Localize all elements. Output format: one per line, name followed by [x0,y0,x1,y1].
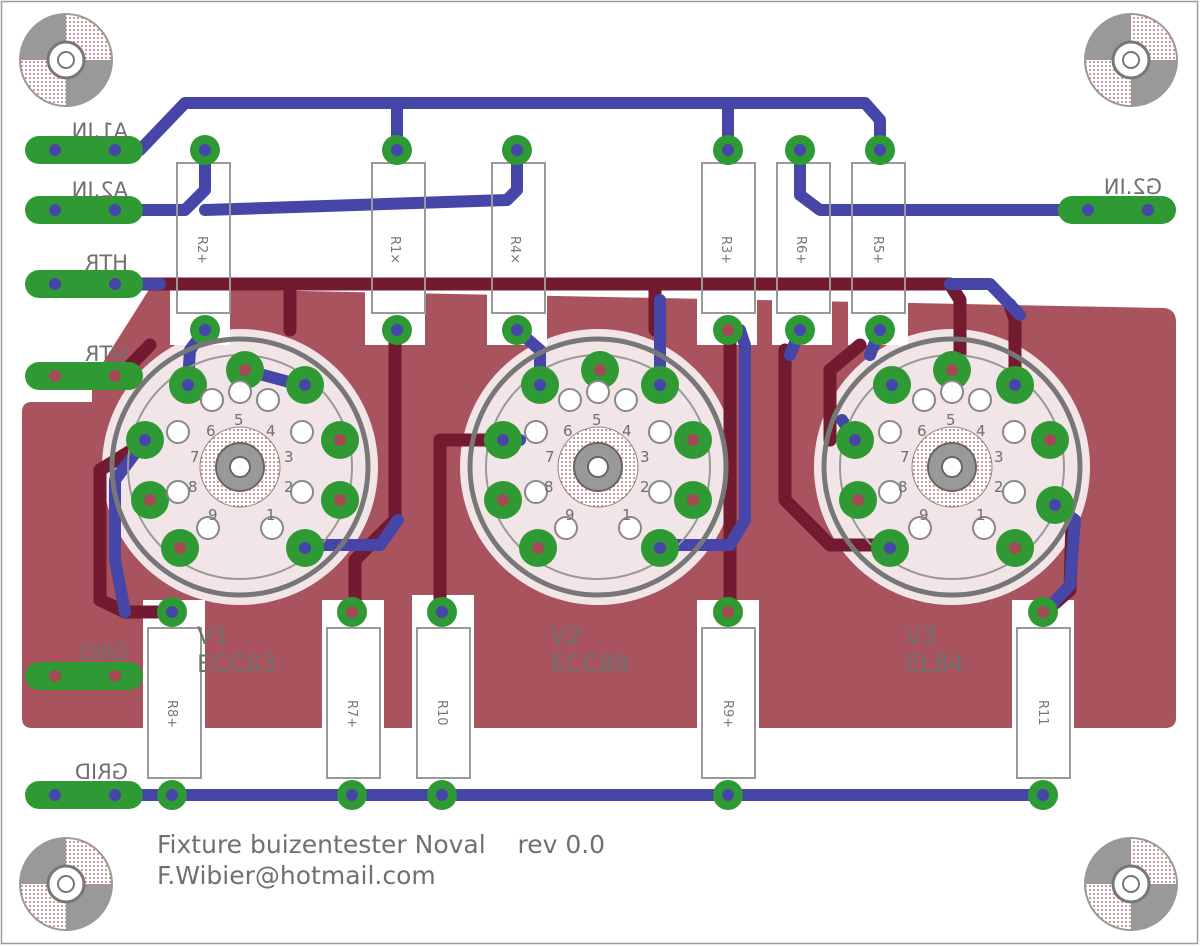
v2-pin-4: 4 [622,422,632,440]
v2-pin-2: 2 [640,478,650,496]
v2-ref: V2 [550,622,582,650]
resistor-r7-label: R7+ [344,700,359,728]
v2-pin-6: 6 [563,422,573,440]
valve-sockets [109,336,1083,598]
v1-pin-3: 3 [284,448,294,466]
v3-pin-8: 8 [898,478,908,496]
connector-htr2 [25,362,143,390]
resistor-r8: R8+ [147,597,202,810]
resistor-r7: R7+ [326,597,381,810]
v1-pin-6: 6 [206,422,216,440]
v3-pin-4: 4 [976,422,986,440]
v1-pin-1: 1 [266,506,276,524]
resistor-r1: R1× [371,135,426,345]
v1-pin-2: 2 [284,478,294,496]
v1-pin-8: 8 [188,478,198,496]
resistor-r5: R5+ [851,135,906,345]
resistor-r11-label: R11 [1035,700,1050,726]
connector-htr1 [25,270,143,298]
resistor-r4: R4× [491,135,546,345]
label-htr1: HTR [85,251,128,275]
v3-pin-3: 3 [994,448,1004,466]
resistor-r2: R2+ [176,135,231,345]
connector-pads [25,136,1176,809]
resistor-r4-label: R4× [507,236,522,264]
footer-email: F.Wibier@hotmail.com [157,861,436,890]
connector-a1in [25,136,143,164]
valve-v3-socket [821,336,1083,598]
footer: Fixture buizentester Noval rev 0.0 F.Wib… [157,830,605,890]
v1-type: ECC83 [197,650,276,678]
resistor-r8-label: R8+ [164,700,179,728]
valve-v1-socket [109,336,371,598]
connector-labels: A1.IN A2.IN HTR HTR GND GRID G2.IN [72,119,1162,784]
v1-pin-7: 7 [190,448,200,466]
connector-a2in [25,196,143,224]
v2-pin-9: 9 [565,506,575,524]
connector-grid [25,781,143,809]
resistor-r5-label: R5+ [870,236,885,264]
v2-pin-7: 7 [545,448,555,466]
mounting-hole-bottom-left [19,837,113,931]
v3-type: EL84 [905,650,964,678]
resistor-r1-label: R1× [387,236,402,264]
v2-pin-8: 8 [544,478,554,496]
mounting-hole-top-right [1084,13,1178,107]
v3-pin-5: 5 [946,411,956,429]
valve-v2-socket [467,336,729,598]
v2-pin-5: 5 [592,411,602,429]
v3-pin-9: 9 [919,506,929,524]
pin-numbers: 5 6 4 7 3 8 2 9 1 5 6 4 7 3 8 2 9 1 5 6 … [188,411,1004,524]
v3-pin-2: 2 [994,478,1004,496]
label-a1in: A1.IN [72,119,128,143]
label-grid: GRID [75,760,128,784]
v1-pin-9: 9 [208,506,218,524]
connector-gnd [25,662,143,690]
label-gnd: GND [80,641,128,665]
resistor-r6-label: R6+ [793,236,808,264]
resistor-r3-label: R3+ [718,236,733,264]
resistor-r10: R10 [416,597,471,810]
v3-pin-7: 7 [900,448,910,466]
v2-pin-3: 3 [640,448,650,466]
resistor-r6: R6+ [776,135,831,345]
connector-g2in [1058,196,1176,224]
v3-pin-1: 1 [976,506,986,524]
resistor-r9: R9+ [701,597,756,810]
v1-pin-5: 5 [234,411,244,429]
resistor-r3: R3+ [701,135,756,345]
mounting-hole-bottom-right [1084,837,1178,931]
resistor-r2-label: R2+ [194,236,209,264]
resistor-r11: R11 [1016,597,1071,810]
v1-pin-4: 4 [266,422,276,440]
v3-pin-6: 6 [917,422,927,440]
label-g2in: G2.IN [1104,175,1162,199]
v2-type: ECC88 [550,650,629,678]
label-a2in: A2.IN [72,178,128,202]
resistor-r10-label: R10 [434,700,449,726]
resistors: R2+ R1× R4× R3+ R6+ [147,135,1071,810]
v2-pin-1: 1 [622,506,632,524]
resistor-r9-label: R9+ [720,700,735,728]
label-htr2: HTR [85,342,128,366]
footer-title: Fixture buizentester Noval rev 0.0 [157,830,605,859]
valve-labels: V1 ECC83 V2 ECC88 V3 EL84 [197,622,964,678]
mounting-hole-top-left [19,13,113,107]
v3-ref: V3 [905,622,937,650]
mounting-holes [19,13,1178,931]
v1-ref: V1 [197,622,229,650]
